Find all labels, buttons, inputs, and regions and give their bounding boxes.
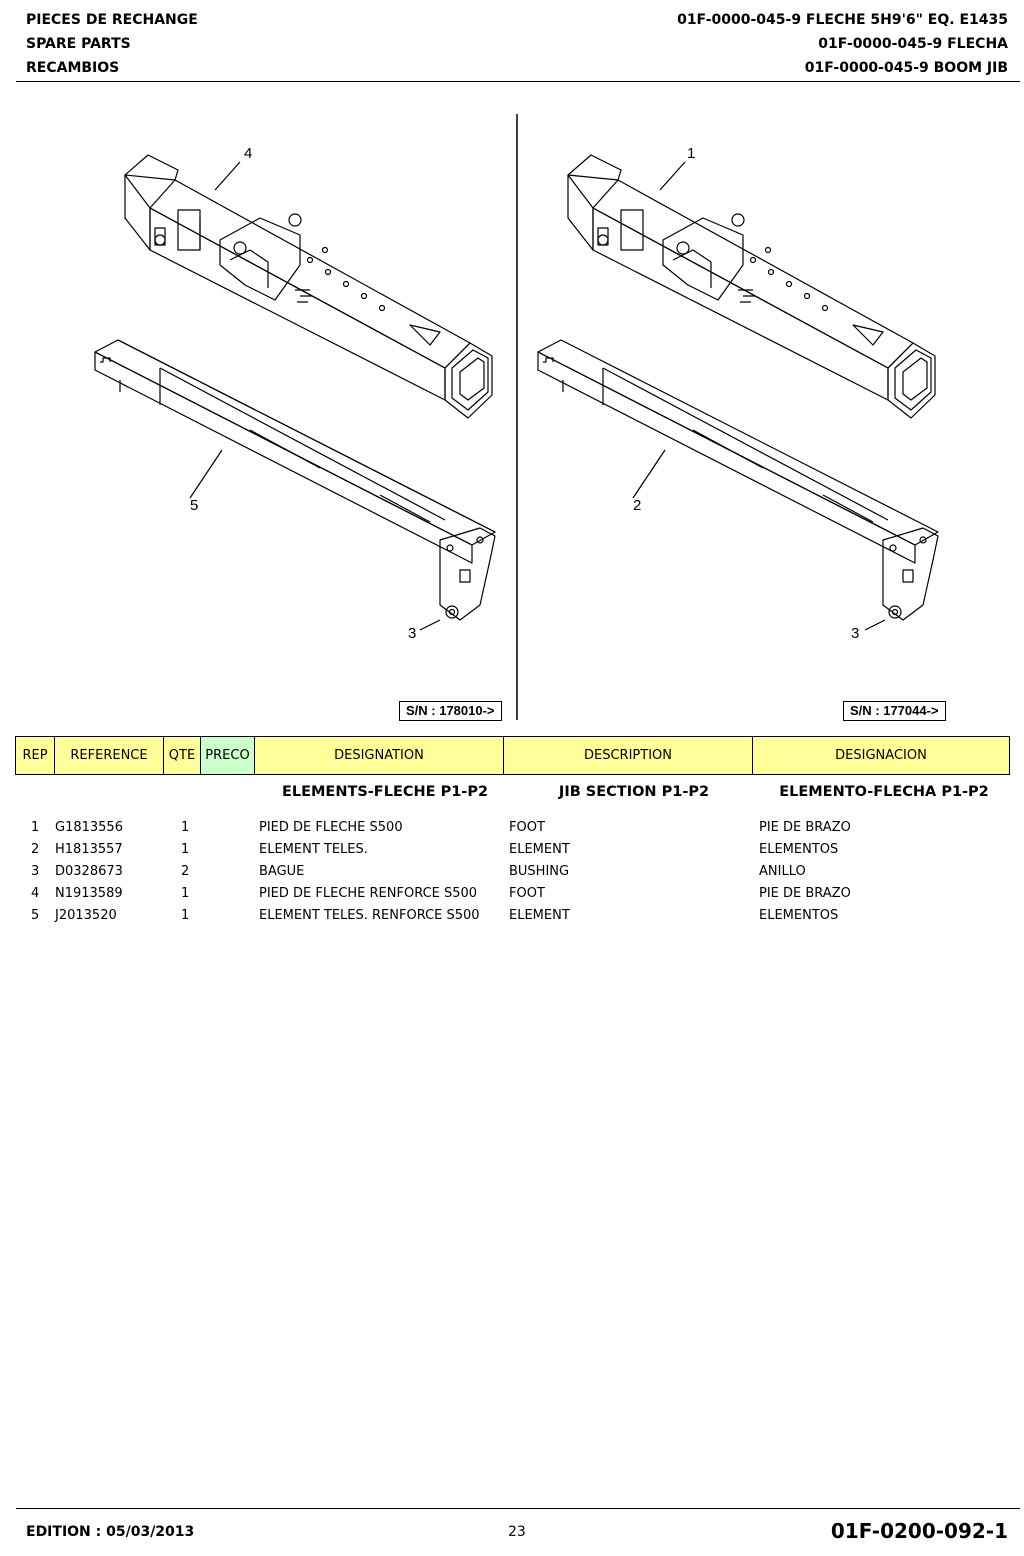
serial-number-left: S/N : 178010->	[399, 701, 502, 721]
cell-rep: 3	[31, 864, 40, 879]
col-preco: PRECO	[200, 736, 255, 775]
table-row: 1 G1813556 1 PIED DE FLECHE S500 FOOT PI…	[0, 818, 1024, 840]
cell-description: ELEMENT	[509, 842, 570, 857]
cell-designation: PIED DE FLECHE RENFORCE S500	[259, 886, 478, 901]
footer-divider	[16, 1508, 1020, 1509]
section-title-row: ELEMENTS-FLECHE P1-P2 JIB SECTION P1-P2 …	[0, 784, 1024, 806]
cell-reference: J2013520	[55, 908, 117, 923]
cell-designation: PIED DE FLECHE S500	[259, 820, 403, 835]
col-designation: DESIGNATION	[254, 736, 504, 775]
cell-description: FOOT	[509, 886, 545, 901]
header-ref-en: 01F-0000-045-9 BOOM JIB	[804, 60, 1008, 76]
callout-4: 4	[244, 145, 252, 162]
table-row: 5 J2013520 1 ELEMENT TELES. RENFORCE S50…	[0, 906, 1024, 928]
col-qte: QTE	[163, 736, 201, 775]
right-boom-foot-drawing	[567, 154, 936, 419]
cell-designation: ELEMENT TELES.	[259, 842, 368, 857]
col-designacion: DESIGNACION	[752, 736, 1010, 775]
parts-drawing-area: 4 5 3	[0, 100, 1024, 730]
table-row: 2 H1813557 1 ELEMENT TELES. ELEMENT ELEM…	[0, 840, 1024, 862]
cell-designacion: PIE DE BRAZO	[759, 886, 851, 901]
cell-designacion: ANILLO	[759, 864, 806, 879]
callout-3-right: 3	[851, 625, 859, 642]
cell-reference: D0328673	[55, 864, 123, 879]
parts-table-header: REP REFERENCE QTE PRECO DESIGNATION DESC…	[15, 736, 1010, 775]
document-code: 01F-0200-092-1	[830, 1519, 1008, 1543]
callout-1: 1	[687, 145, 695, 162]
section-title-en: JIB SECTION P1-P2	[558, 784, 710, 800]
section-title-fr: ELEMENTS-FLECHE P1-P2	[281, 784, 489, 800]
section-title-es: ELEMENTO-FLECHA P1-P2	[779, 784, 989, 800]
parts-table-body: 1 G1813556 1 PIED DE FLECHE S500 FOOT PI…	[0, 818, 1024, 928]
cell-qte: 1	[181, 908, 190, 923]
callout-5: 5	[190, 497, 198, 514]
header-title-fr: PIECES DE RECHANGE	[26, 12, 198, 28]
header-divider	[16, 81, 1020, 82]
cell-rep: 4	[31, 886, 40, 901]
table-row: 4 N1913589 1 PIED DE FLECHE RENFORCE S50…	[0, 884, 1024, 906]
cell-designacion: ELEMENTOS	[759, 908, 839, 923]
cell-designation: ELEMENT TELES. RENFORCE S500	[259, 908, 480, 923]
col-rep: REP	[15, 736, 55, 775]
edition-date: EDITION : 05/03/2013	[26, 1524, 195, 1540]
cell-rep: 2	[31, 842, 40, 857]
cell-designacion: ELEMENTOS	[759, 842, 839, 857]
cell-qte: 1	[181, 820, 190, 835]
exploded-view-drawing: 4 5 3	[94, 114, 939, 720]
cell-designation: BAGUE	[259, 864, 305, 879]
col-reference: REFERENCE	[54, 736, 164, 775]
cell-description: ELEMENT	[509, 908, 570, 923]
cell-qte: 1	[181, 886, 190, 901]
serial-number-right: S/N : 177044->	[843, 701, 946, 721]
left-boom-foot-drawing	[124, 154, 493, 419]
table-row: 3 D0328673 2 BAGUE BUSHING ANILLO	[0, 862, 1024, 884]
header-left: PIECES DE RECHANGE SPARE PARTS RECAMBIOS	[26, 8, 198, 80]
cell-reference: G1813556	[55, 820, 123, 835]
cell-description: FOOT	[509, 820, 545, 835]
col-description: DESCRIPTION	[503, 736, 753, 775]
cell-qte: 2	[181, 864, 190, 879]
right-element-drawing	[537, 339, 939, 631]
cell-rep: 1	[31, 820, 40, 835]
cell-reference: H1813557	[55, 842, 123, 857]
cell-reference: N1913589	[55, 886, 123, 901]
header-title-es: RECAMBIOS	[26, 60, 120, 76]
cell-designacion: PIE DE BRAZO	[759, 820, 851, 835]
cell-qte: 1	[181, 842, 190, 857]
cell-rep: 5	[31, 908, 40, 923]
callout-3-left: 3	[408, 625, 416, 642]
header-ref-es: 01F-0000-045-9 FLECHA	[818, 36, 1008, 52]
header-ref-fr: 01F-0000-045-9 FLECHE 5H9'6" EQ. E1435	[677, 12, 1008, 28]
callout-2: 2	[633, 497, 641, 514]
header-right: 01F-0000-045-9 FLECHE 5H9'6" EQ. E1435 0…	[677, 8, 1008, 80]
left-element-drawing	[94, 339, 496, 631]
cell-description: BUSHING	[509, 864, 570, 879]
header-title-en: SPARE PARTS	[26, 36, 131, 52]
page-number: 23	[508, 1524, 526, 1540]
